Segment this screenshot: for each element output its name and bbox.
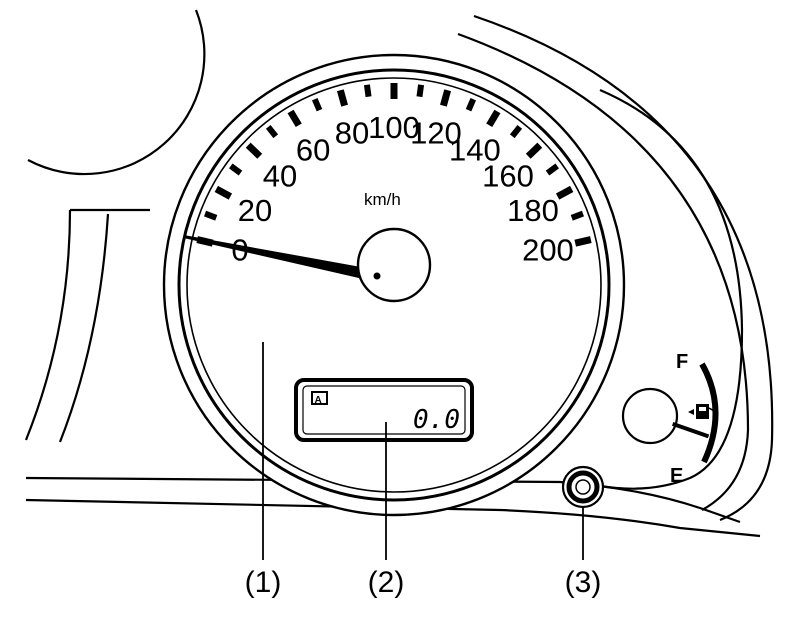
trip-reset-knob — [561, 465, 605, 509]
speed-tick-110 — [416, 84, 425, 98]
speed-needle — [185, 235, 379, 282]
speed-label-80: 80 — [335, 116, 369, 151]
speed-tick-120 — [440, 89, 452, 107]
speed-tick-150 — [509, 125, 523, 139]
speed-tick-20 — [214, 185, 233, 200]
speed-label-180: 180 — [507, 193, 559, 228]
speedometer: 020406080100120140160180200 km/h A 0.0 — [162, 53, 626, 517]
speedometer-dial — [186, 77, 602, 493]
right-housing-outer — [473, 14, 774, 522]
needle-hub — [356, 227, 432, 303]
speed-tick-90 — [363, 84, 372, 98]
speed-tick-70 — [311, 98, 323, 112]
speed-tick-130 — [465, 98, 477, 112]
speed-tick-40 — [245, 142, 263, 159]
callout-leaders — [262, 342, 584, 560]
speed-label-200: 200 — [522, 232, 574, 267]
odometer-display: A 0.0 — [294, 378, 474, 442]
callout-reset-knob: (3) — [565, 566, 602, 599]
odometer-mode-icon — [311, 391, 328, 405]
speed-label-40: 40 — [263, 159, 297, 194]
speed-unit-label: km/h — [364, 190, 401, 209]
left-pod-side-2 — [58, 213, 110, 443]
speed-label-60: 60 — [296, 132, 330, 167]
right-housing-inner — [457, 32, 750, 511]
fuel-gauge-hub — [621, 387, 679, 445]
fuel-empty-label: E — [670, 465, 683, 487]
odometer-reading: 0.0 — [413, 405, 460, 435]
speed-tick-140 — [486, 109, 501, 128]
fuel-pump-icon — [688, 404, 715, 419]
speed-tick-10 — [203, 210, 218, 221]
odometer-mode-indicator: A — [315, 395, 322, 406]
callout-odometer: (2) — [368, 566, 405, 599]
needle-pivot — [373, 272, 381, 280]
speed-tick-50 — [265, 125, 279, 139]
speed-label-100: 100 — [368, 110, 420, 145]
speed-needle-blade — [185, 235, 379, 282]
reset-knob-center — [575, 479, 591, 495]
speedometer-bezel — [177, 68, 611, 502]
speedometer-ticks — [196, 83, 592, 247]
speed-tick-180 — [555, 185, 574, 200]
speed-tick-200 — [574, 236, 592, 247]
speed-tick-170 — [545, 163, 559, 176]
speed-tick-60 — [287, 109, 302, 128]
speedometer-tick-labels: 020406080100120140160180200 — [231, 110, 573, 267]
speed-tick-160 — [525, 142, 543, 159]
callout-needle: (1) — [245, 566, 282, 599]
callouts: (1) (2) (3) — [245, 566, 602, 599]
fuel-full-label: F — [676, 351, 688, 373]
speed-tick-30 — [229, 163, 243, 176]
dash-line-2 — [25, 498, 761, 538]
left-pod-side — [24, 209, 72, 441]
dashboard-outline — [24, 9, 774, 538]
speed-tick-190 — [570, 210, 585, 221]
speed-label-120: 120 — [410, 116, 462, 151]
odometer-inner — [302, 385, 466, 435]
speed-tick-80 — [336, 89, 348, 107]
left-pod-arc — [27, 9, 206, 176]
fuel-needle — [672, 422, 710, 439]
reset-knob-ring — [566, 470, 600, 504]
speed-label-160: 160 — [482, 159, 534, 194]
fuel-gauge: F E — [621, 351, 719, 487]
fuel-scale-arc — [699, 362, 719, 464]
speed-label-20: 20 — [238, 193, 272, 228]
speed-label-140: 140 — [449, 132, 501, 167]
fuel-pod-outline — [599, 88, 744, 490]
